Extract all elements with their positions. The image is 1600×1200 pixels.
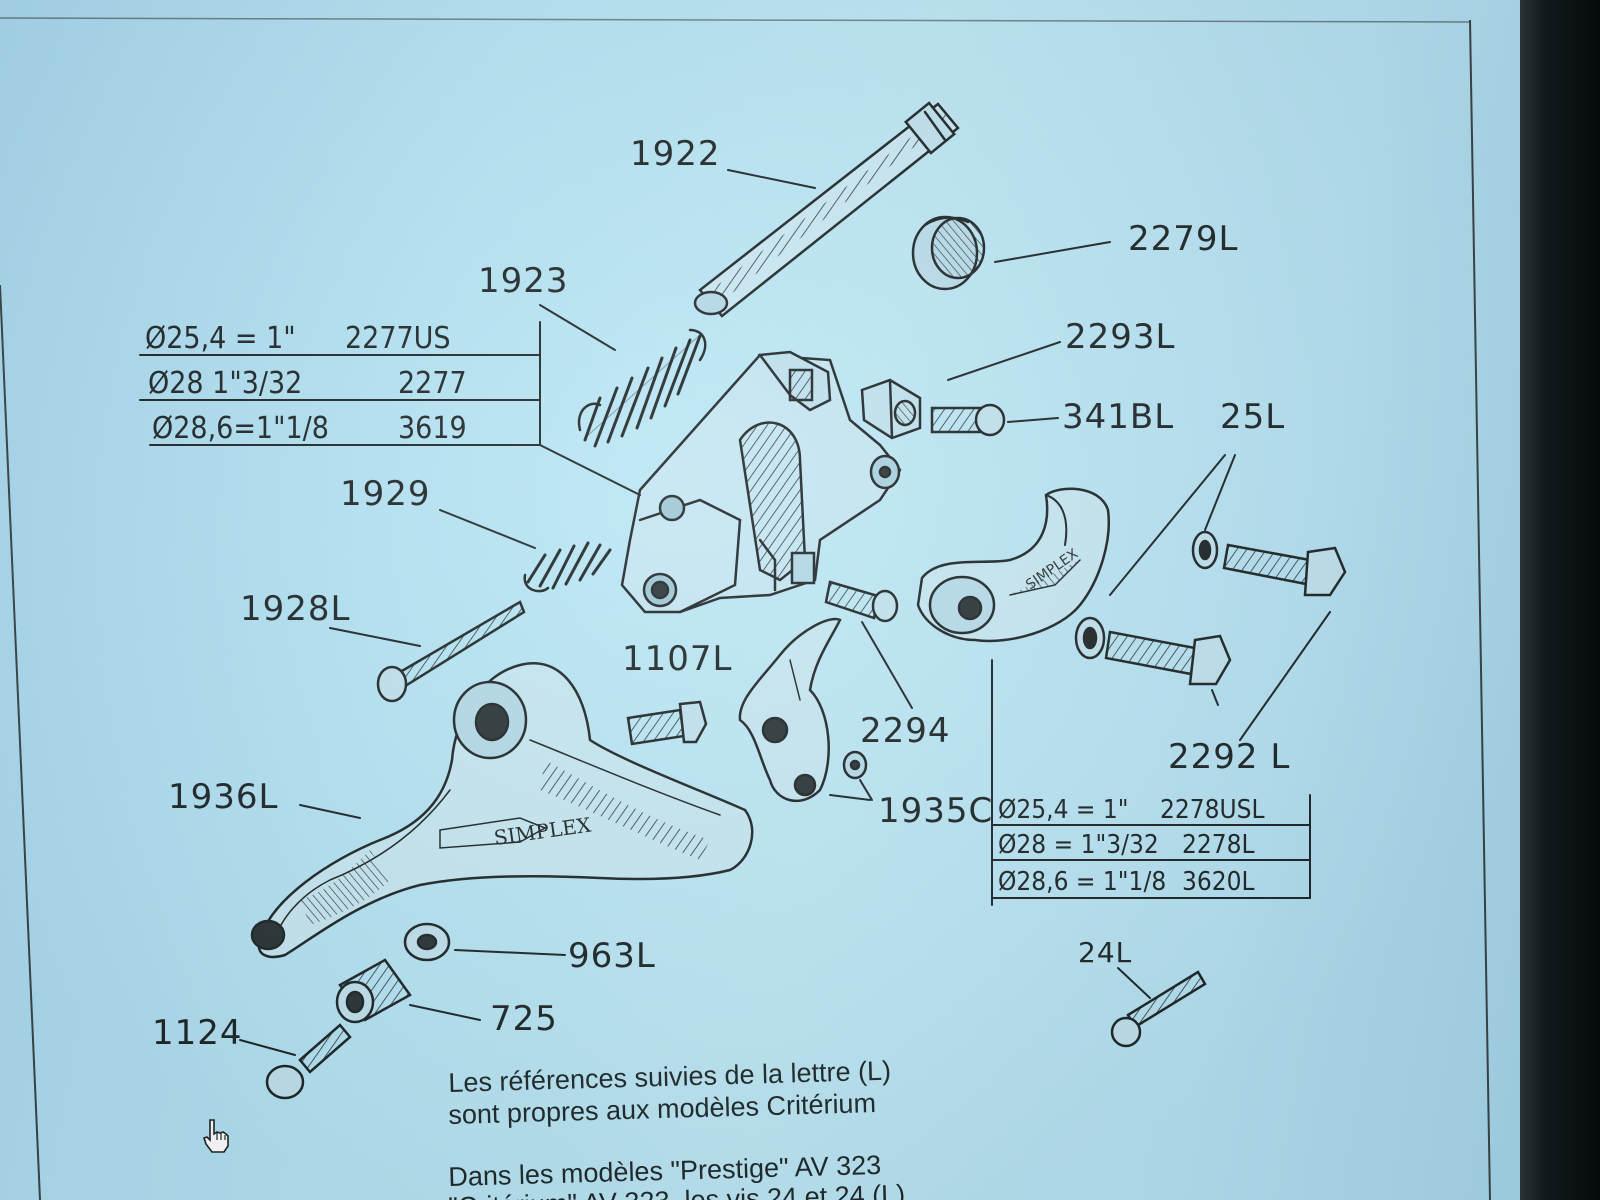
label-725: 725	[490, 999, 558, 1039]
page-border-top	[0, 17, 1471, 23]
label-1107L: 1107L	[622, 639, 732, 679]
table-right-lines	[991, 659, 1311, 906]
exploded-parts-diagram: SIMPLEX	[0, 17, 1491, 1200]
part-2292L-bolt-bottom	[1104, 630, 1232, 686]
leader-1922	[727, 169, 816, 189]
part-1922-tube	[693, 101, 960, 318]
label-24L: 24L	[1078, 936, 1132, 969]
part-341BL-screw	[930, 403, 1006, 437]
leader-1935C-a	[829, 794, 871, 801]
leader-24L	[1117, 967, 1151, 999]
label-1929: 1929	[340, 474, 431, 514]
table-right-row1-dim: Ø25,4 = 1"	[998, 795, 1129, 825]
leader-1935C-b	[859, 779, 873, 801]
table-left-row1-dim: Ø25,4 = 1"	[145, 321, 296, 356]
table-right-row1-ref: 2278USL	[1160, 795, 1265, 825]
table-left-row2-ref: 2277	[398, 366, 467, 401]
part-2294-pin	[824, 580, 899, 623]
leader-2293L	[947, 341, 1061, 381]
part-24L-screw	[1110, 970, 1207, 1048]
table-left-row1-ref: 2277US	[345, 321, 451, 356]
leader-2292L-a	[1211, 689, 1219, 706]
leader-2279L	[994, 241, 1111, 263]
label-1923: 1923	[478, 261, 569, 301]
label-2279L: 2279L	[1128, 219, 1238, 259]
table-right-row2-dim: Ø28 = 1"3/32	[998, 830, 1159, 860]
leader-1936L	[299, 804, 361, 819]
table-left-row2-dim: Ø28 1"3/32	[148, 366, 302, 401]
part-2292L-bolt-top	[1222, 543, 1347, 597]
part-1928L-pin	[376, 600, 526, 703]
leader-963L	[454, 949, 566, 956]
label-341BL: 341BL	[1062, 397, 1174, 437]
part-1124-screw	[265, 1023, 352, 1100]
leader-1124	[239, 1039, 296, 1056]
leader-1929	[439, 509, 536, 549]
label-1936L: 1936L	[168, 777, 278, 817]
leader-2294	[861, 621, 913, 709]
part-right-lever: SIMPLEX	[916, 487, 1110, 643]
leader-2292L-b	[1239, 611, 1331, 741]
label-1124: 1124	[152, 1013, 243, 1053]
label-963L: 963L	[568, 936, 656, 976]
label-1922: 1922	[630, 134, 721, 174]
table-left-lines	[139, 321, 641, 496]
monitor-bezel	[1520, 0, 1600, 1200]
hand-pointer-icon	[202, 1119, 229, 1153]
part-main-housing	[620, 350, 902, 614]
table-left-row3-dim: Ø28,6=1"1/8	[152, 411, 329, 446]
leader-725	[409, 1004, 481, 1021]
part-2293L-nut	[860, 378, 922, 440]
table-right-row3-ref: 3620L	[1182, 867, 1255, 897]
page-border-right	[1469, 19, 1491, 1200]
page-border-left	[0, 284, 41, 1200]
leader-1923	[539, 304, 616, 351]
table-right-row2-ref: 2278L	[1182, 830, 1255, 860]
leader-25L-b	[1204, 454, 1236, 531]
part-1923-spring	[577, 328, 707, 448]
leader-341BL	[1007, 417, 1059, 423]
leader-25L-a	[1109, 454, 1226, 596]
part-725-bushing	[335, 958, 412, 1024]
part-25L-washer-top	[1191, 530, 1219, 570]
table-right-row3-dim: Ø28,6 = 1"1/8	[998, 867, 1166, 897]
label-25L: 25L	[1220, 397, 1285, 437]
part-1929-spring	[523, 541, 612, 593]
label-1935C: 1935C	[878, 791, 993, 831]
label-1928L: 1928L	[240, 589, 350, 629]
part-1935C-lever	[738, 617, 842, 802]
part-963L-nut	[403, 922, 451, 962]
part-1107L-screw	[626, 700, 708, 746]
leader-1928L	[329, 627, 421, 647]
label-2292L: 2292 L	[1168, 737, 1290, 777]
monitor-screen: SIMPLEX	[0, 0, 1520, 1200]
part-25L-washer-bottom	[1074, 616, 1106, 660]
table-left-row3-ref: 3619	[398, 411, 467, 446]
part-1935C-nut	[842, 750, 868, 780]
part-2279L-cap	[911, 215, 986, 291]
label-2293L: 2293L	[1065, 317, 1175, 357]
part-1936L-bracket: SIMPLEX	[250, 662, 754, 959]
label-2294: 2294	[860, 711, 951, 751]
